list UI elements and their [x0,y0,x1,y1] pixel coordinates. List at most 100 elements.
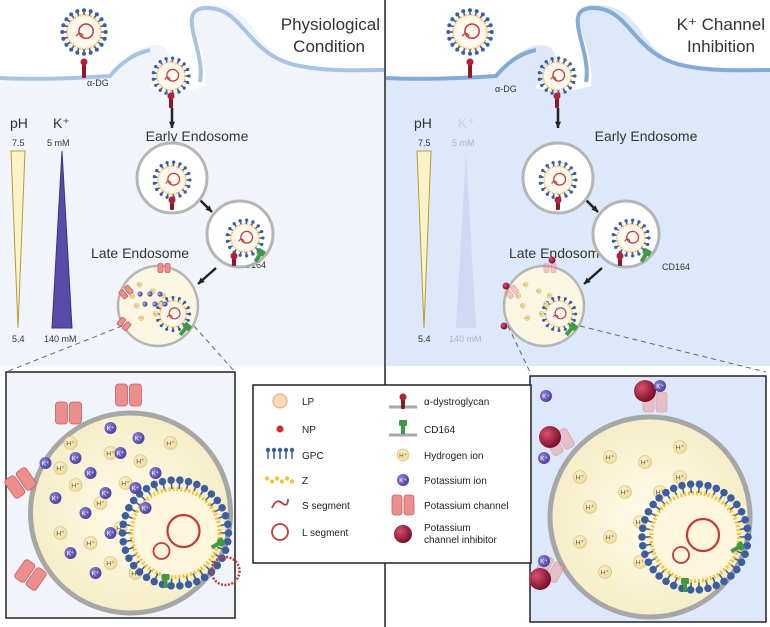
potassium-ion-label: K⁺ [143,302,147,306]
gpc-head [213,561,222,570]
gpc-head [446,30,451,34]
channel-half-left [14,559,36,583]
right-k-bottom: 140 mM [449,334,482,344]
receptor-stalk [468,62,472,78]
gpc-head [94,47,99,52]
gpc-head [704,584,712,593]
left-arrow-late [197,267,217,285]
gpc-head [158,477,167,486]
cd164-stalk [730,545,740,554]
left-zoom-hydrogen-ion: H⁺ [103,446,118,460]
gpc-head [245,218,249,222]
hydrogen-ion-label: H⁺ [162,294,166,298]
right-cd164-maturing [639,248,652,263]
gpc-head [193,577,201,586]
cd164-head [161,574,170,580]
potassium-ion-label: K⁺ [540,558,548,565]
gpc-head [186,67,190,72]
right-ph-gradient [416,150,432,329]
gpc-head [461,50,466,55]
gpc-head [737,507,746,516]
gpc-head [177,58,181,62]
s-segment [164,76,171,80]
cd164-head [681,578,689,584]
gpc-head [99,42,104,47]
s-segment [238,238,245,242]
hydrogen-ion-label: H⁺ [116,525,125,532]
left-early-endosome-label: Early Endosome [146,128,249,144]
alpha-dystroglycan-icon [399,393,407,409]
gpc-head [573,74,577,78]
potassium-ion-label: K⁺ [82,510,90,517]
potassium-ion-label: K⁺ [107,425,115,432]
arrow-head [198,277,205,284]
gpc-head [245,254,249,258]
left-ph-top: 7.5 [12,138,25,148]
left-zoom-line [193,325,236,373]
right-membrane [385,48,537,81]
potassium-ion-circle [162,301,168,307]
s-segment [551,180,558,184]
potassium-ion-label: K⁺ [152,470,160,477]
s-segment [550,76,557,80]
gpc-head [165,161,169,165]
right-zoom-s-segment [672,546,690,564]
z-icon-bead [264,476,270,481]
gpc-head [102,23,107,28]
gpc-head [177,90,181,94]
gpc-head [154,64,158,69]
right-late-hydrogen-ion: H⁺ [543,301,549,307]
left-zoom-hydrogen-ion: H⁺ [103,556,118,570]
gpc-head [186,318,190,322]
hydrogen-ion-label: H⁺ [548,294,552,298]
receptor-stalk [82,62,86,78]
channel-half-left [55,401,68,425]
left-title-line1: Physiological [281,15,380,34]
gpc-head [538,175,543,179]
l-segment [464,23,480,40]
hydrogen-ion-circle [543,301,549,307]
hydrogen-ion-circle [68,478,83,492]
hydrogen-ion-label: H⁺ [526,316,530,320]
gpc-head [447,23,452,28]
right-zoom-inhibitor [539,426,561,448]
potassium-ion-circle [157,291,163,297]
gpc-head [569,190,573,194]
potassium-ion-circle [104,422,117,434]
gpc-head [159,324,163,328]
gpc-head [118,529,127,537]
gpc-head [155,168,159,173]
gpc-head [178,194,182,198]
hydrogen-ion-label: H⁺ [154,312,158,316]
legend-item-hydrogen-ion: H⁺Hydrogen ion [396,448,483,462]
left-released-segment [210,555,241,587]
legend-item-s-segment: S segment [271,498,350,512]
gpc-icon-head [289,447,295,453]
hydrogen-ion-circle [638,455,652,469]
gpc-head [704,481,712,490]
gpc-head [618,222,622,226]
hydrogen-ion-circle [515,293,522,299]
gpc-head [574,178,578,182]
legend-label: Potassium ion [424,476,487,487]
hydrogen-ion-label: H⁺ [656,489,665,496]
right-zoom-hydrogen-ion: H⁺ [573,535,587,549]
gpc-head [572,306,576,310]
right-k-label: K⁺ [458,115,475,131]
potassium-ion-circle [132,432,145,444]
hydrogen-ion-circle [573,535,587,549]
left-late-potassium-ion: K⁺ [152,301,158,307]
gpc-head [727,494,735,502]
legend-item-z-beads: Z [264,476,308,487]
receptor-head [553,92,561,100]
hydrogen-ion-circle [598,565,612,579]
left-title-line2: Condition [293,37,365,56]
hydrogen-ion-circle [133,454,148,468]
left-late-potassium-channel [118,284,134,300]
gpc-head [744,533,752,541]
gpc-head [669,484,678,493]
gpc-head [150,577,158,586]
left-k-label: K⁺ [53,115,70,131]
right-late-hydrogen-ion: H⁺ [524,315,531,321]
left-zoom-potassium-ion: K⁺ [84,467,97,479]
